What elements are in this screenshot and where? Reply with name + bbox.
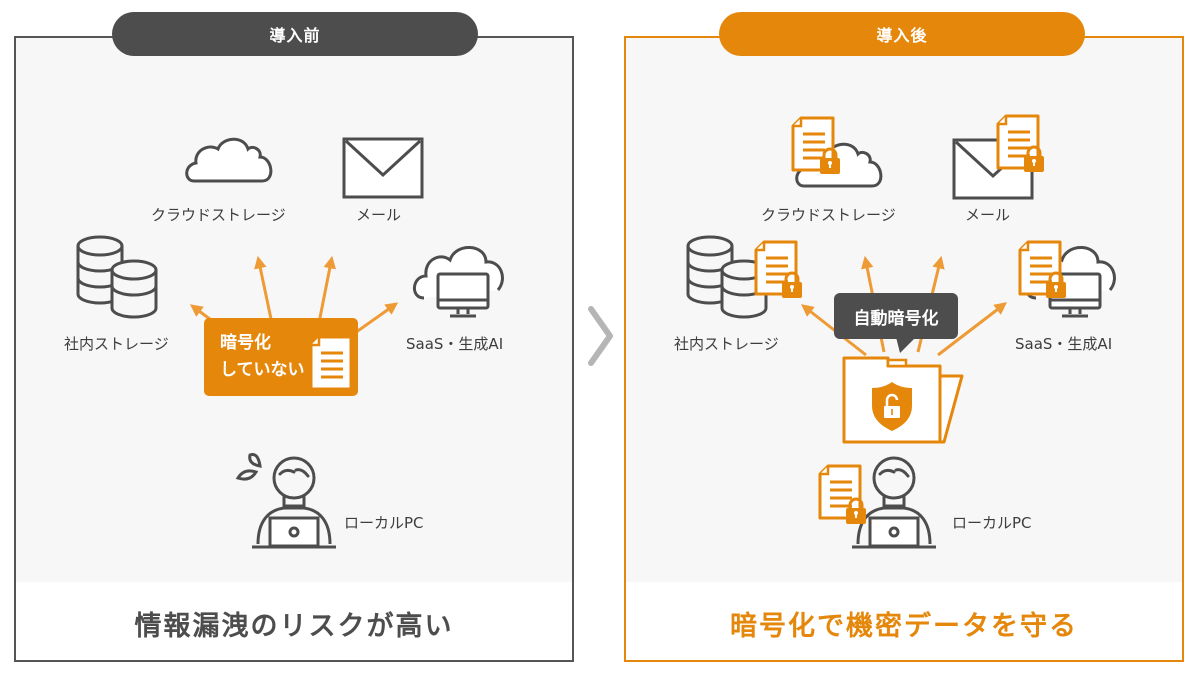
mail-icon — [342, 137, 424, 199]
cloud-icon — [185, 137, 273, 183]
person-icon — [850, 456, 938, 549]
document-icon — [309, 335, 353, 391]
label-mail: メール — [965, 206, 1011, 224]
arrow-to-saas — [937, 302, 1008, 357]
bubble-tail — [896, 337, 916, 353]
label-saas-ai: SaaS・生成AI — [406, 335, 504, 353]
label-internal-storage: 社内ストレージ — [64, 335, 169, 353]
before-header: 導入前 — [112, 12, 478, 56]
saas-ai-icon — [412, 245, 504, 318]
database-icon — [686, 235, 768, 319]
label-saas-ai: SaaS・生成AI — [1015, 335, 1113, 353]
label-local-pc: ローカルPC — [344, 514, 424, 532]
label-mail: メール — [356, 206, 402, 224]
chevron-right-icon — [588, 306, 613, 366]
after-header: 導入後 — [719, 12, 1085, 56]
secure-folder-icon — [842, 356, 964, 444]
label-cloud-storage: クラウドストレージ — [151, 206, 286, 224]
person-worried-icon — [250, 456, 338, 549]
after-summary: 暗号化で機密データを守る — [730, 610, 1078, 642]
database-icon — [76, 235, 158, 319]
before-summary: 情報漏洩のリスクが高い — [134, 610, 454, 642]
badge-line-2: していない — [220, 360, 305, 380]
label-cloud-storage: クラウドストレージ — [761, 206, 896, 224]
label-local-pc: ローカルPC — [952, 514, 1032, 532]
badge-line-1: 暗号化 — [220, 333, 271, 353]
sweat-icon — [235, 453, 262, 481]
label-internal-storage: 社内ストレージ — [674, 335, 779, 353]
auto-encrypt-bubble: 自動暗号化 — [834, 293, 958, 339]
